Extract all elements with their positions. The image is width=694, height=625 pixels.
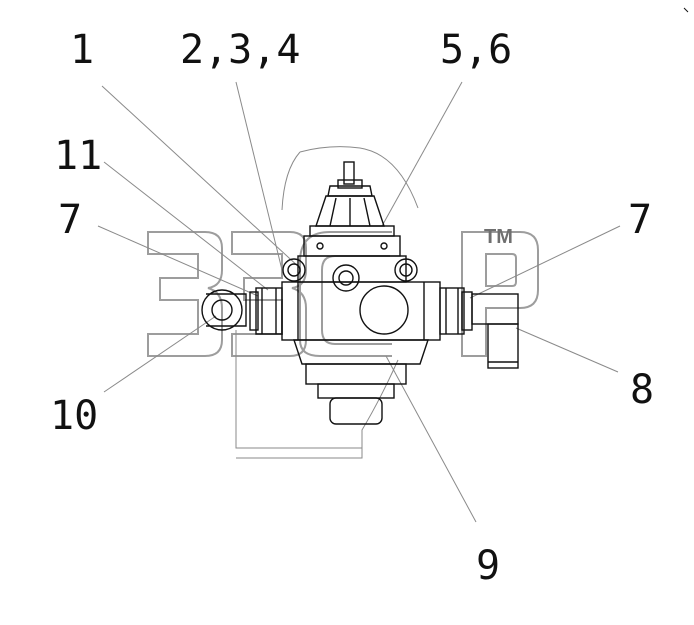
callout-11: 11: [54, 133, 103, 179]
watermark-logo: [147, 231, 539, 357]
leader-lines: [97, 81, 621, 523]
valve-body: [201, 161, 519, 425]
callout-5-6: 5,6: [440, 27, 513, 73]
callout-8: 8: [630, 367, 655, 413]
corner-mark: [683, 7, 689, 13]
callout-9: 9: [476, 543, 501, 589]
trademark-mark: TM: [484, 226, 513, 248]
callout-7-left: 7: [58, 197, 83, 243]
callout-7-right: 7: [628, 197, 653, 243]
callout-1: 1: [70, 27, 95, 73]
callout-10: 10: [50, 393, 99, 439]
callout-2-3-4: 2,3,4: [180, 27, 301, 73]
